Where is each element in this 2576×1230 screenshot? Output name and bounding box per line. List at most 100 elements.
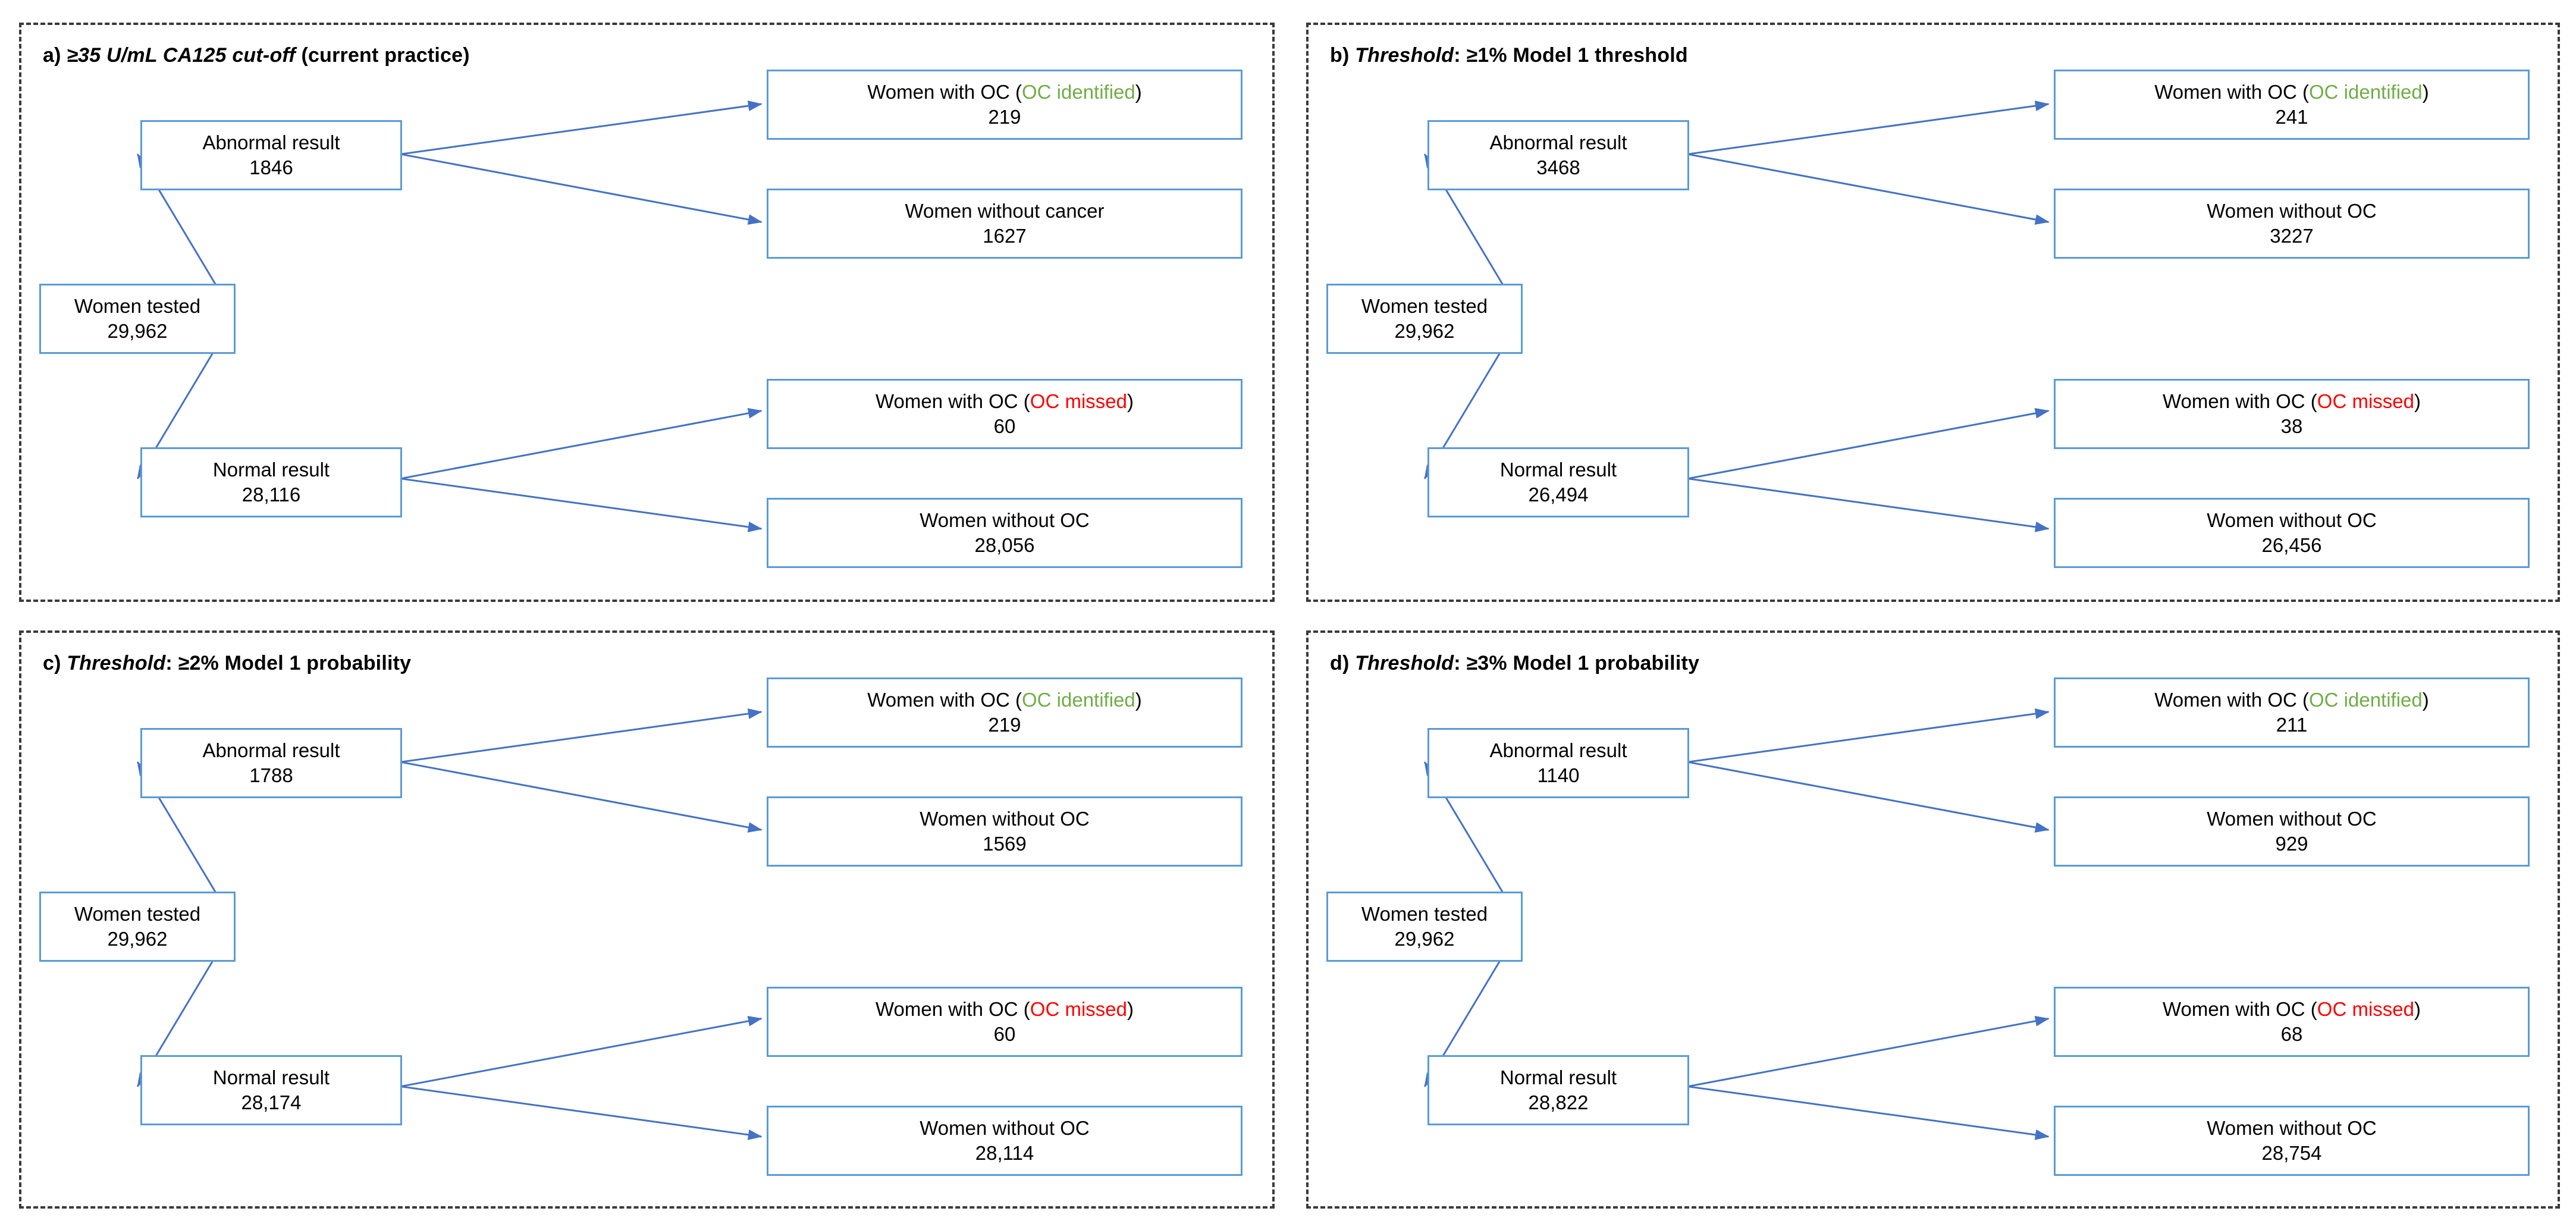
node-true-positive-b-label: Women with OC (OC identified) <box>2154 80 2429 105</box>
node-false-negative-b-value: 38 <box>2280 415 2303 437</box>
panel-letter-c: c) <box>43 652 67 674</box>
node-true-positive-d[interactable]: Women with OC (OC identified)211 <box>2054 677 2530 748</box>
panel-title-c: c) Threshold: ≥2% Model 1 probability <box>43 652 411 675</box>
node-true-positive-c[interactable]: Women with OC (OC identified)219 <box>767 677 1242 748</box>
oc-missed-badge-d: OC missed <box>2317 997 2414 1020</box>
leaf-prefix-c-2: Women with OC ( <box>876 997 1030 1020</box>
leaf-prefix-c-0: Women with OC ( <box>867 688 1022 711</box>
panel-letter-d: d) <box>1330 652 1356 674</box>
node-abnormal-result-b[interactable]: Abnormal result 3468 <box>1427 120 1689 190</box>
node-women-tested-d[interactable]: Women tested 29,962 <box>1326 892 1523 962</box>
node-normal-result-a-label: Normal result <box>213 457 330 482</box>
node-true-negative-c-value: 28,114 <box>975 1142 1034 1164</box>
women-tested-text-c: Women tested <box>74 902 201 925</box>
normal-result-text-a: Normal result <box>212 458 330 481</box>
node-false-positive-d-label: Women without OC <box>2207 807 2377 831</box>
leaf-suffix-b-2: ) <box>2414 390 2421 412</box>
node-true-positive-b[interactable]: Women with OC (OC identified)241 <box>2054 70 2530 140</box>
leaf-prefix-b-2: Women with OC ( <box>2163 390 2317 412</box>
node-true-positive-c-label: Women with OC (OC identified) <box>867 688 1142 713</box>
women-tested-text-b: Women tested <box>1361 294 1488 317</box>
node-women-tested-d-value: 29,962 <box>1394 928 1455 950</box>
node-true-negative-a-label: Women without OC <box>920 508 1090 533</box>
panel-title-d: d) Threshold: ≥3% Model 1 probability <box>1330 652 1699 675</box>
node-true-positive-b-value: 241 <box>2275 106 2308 128</box>
node-false-negative-c-value: 60 <box>993 1023 1016 1045</box>
node-false-negative-a[interactable]: Women with OC (OC missed)60 <box>767 379 1242 449</box>
node-false-positive-d-value: 929 <box>2275 833 2308 855</box>
node-false-positive-c-label: Women without OC <box>920 807 1090 831</box>
panel-title-emphasis-b: Threshold <box>1355 44 1454 67</box>
women-tested-text-d: Women tested <box>1361 902 1488 925</box>
node-false-negative-a-label: Women with OC (OC missed) <box>876 389 1134 414</box>
node-false-negative-c[interactable]: Women with OC (OC missed)60 <box>767 987 1242 1057</box>
node-false-positive-a-value: 1627 <box>983 225 1027 247</box>
node-true-negative-d-value: 28,754 <box>2261 1142 2322 1164</box>
node-women-tested-c[interactable]: Women tested 29,962 <box>39 892 236 962</box>
node-false-positive-d[interactable]: Women without OC 929 <box>2054 796 2530 867</box>
node-normal-result-c-label: Normal result <box>213 1065 330 1090</box>
node-false-negative-c-label: Women with OC (OC missed) <box>876 997 1134 1022</box>
node-false-negative-a-value: 60 <box>993 415 1016 437</box>
node-true-negative-b-value: 26,456 <box>2261 534 2322 556</box>
node-true-negative-a-value: 28,056 <box>974 534 1035 556</box>
node-true-positive-d-value: 211 <box>2276 714 2308 736</box>
node-true-negative-c-label: Women without OC <box>920 1116 1090 1141</box>
node-women-tested-b[interactable]: Women tested 29,962 <box>1326 284 1523 354</box>
node-abnormal-result-b-value: 3468 <box>1536 156 1580 178</box>
node-women-tested-c-value: 29,962 <box>107 928 168 950</box>
node-true-negative-b[interactable]: Women without OC 26,456 <box>2054 498 2530 568</box>
abnormal-result-text-b: Abnormal result <box>1489 131 1627 153</box>
node-normal-result-a-value: 28,116 <box>241 484 301 506</box>
node-true-positive-c-value: 219 <box>988 714 1021 736</box>
panel-title-a: a) ≥35 U/mL CA125 cut-off (current pract… <box>43 44 470 67</box>
leaf-suffix-c-0: ) <box>1135 688 1142 711</box>
oc-missed-badge-c: OC missed <box>1030 997 1127 1020</box>
leaf-suffix-b-0: ) <box>2422 80 2429 103</box>
node-normal-result-a[interactable]: Normal result 28,116 <box>140 447 402 517</box>
node-women-tested-a-value: 29,962 <box>107 320 168 342</box>
node-false-negative-d-label: Women with OC (OC missed) <box>2163 997 2421 1022</box>
node-false-negative-b-label: Women with OC (OC missed) <box>2163 389 2421 414</box>
normal-result-text-d: Normal result <box>1499 1066 1617 1088</box>
oc-identified-badge-d: OC identified <box>2309 688 2423 711</box>
node-true-positive-d-label: Women with OC (OC identified) <box>2154 688 2429 713</box>
node-abnormal-result-a-value: 1846 <box>249 156 293 178</box>
node-false-negative-b[interactable]: Women with OC (OC missed)38 <box>2054 379 2530 449</box>
node-women-tested-b-value: 29,962 <box>1394 320 1455 342</box>
node-false-negative-d[interactable]: Women with OC (OC missed)68 <box>2054 987 2530 1057</box>
panel-letter-a: a) <box>43 44 67 67</box>
panel-title-emphasis-a: ≥35 U/mL CA125 cut-off <box>67 44 296 67</box>
node-true-negative-b-label: Women without OC <box>2207 508 2377 533</box>
node-abnormal-result-c-value: 1788 <box>249 764 293 786</box>
leaf-prefix-d-1: Women without OC <box>2207 807 2377 830</box>
node-abnormal-result-d-value: 1140 <box>1537 764 1580 786</box>
panel-title-emphasis-d: Threshold <box>1355 652 1454 674</box>
leaf-prefix-b-3: Women without OC <box>2207 509 2377 531</box>
leaf-prefix-b-0: Women with OC ( <box>2154 80 2309 103</box>
normal-result-text-c: Normal result <box>212 1066 330 1088</box>
node-false-positive-a-label: Women without cancer <box>905 199 1104 224</box>
node-abnormal-result-a[interactable]: Abnormal result 1846 <box>140 120 402 190</box>
node-abnormal-result-d-label: Abnormal result <box>1489 738 1627 763</box>
node-true-positive-a[interactable]: Women with OC (OC identified)219 <box>767 70 1242 140</box>
abnormal-result-text-a: Abnormal result <box>202 131 340 153</box>
leaf-suffix-d-0: ) <box>2422 688 2429 711</box>
node-women-tested-a-label: Women tested <box>74 294 200 319</box>
